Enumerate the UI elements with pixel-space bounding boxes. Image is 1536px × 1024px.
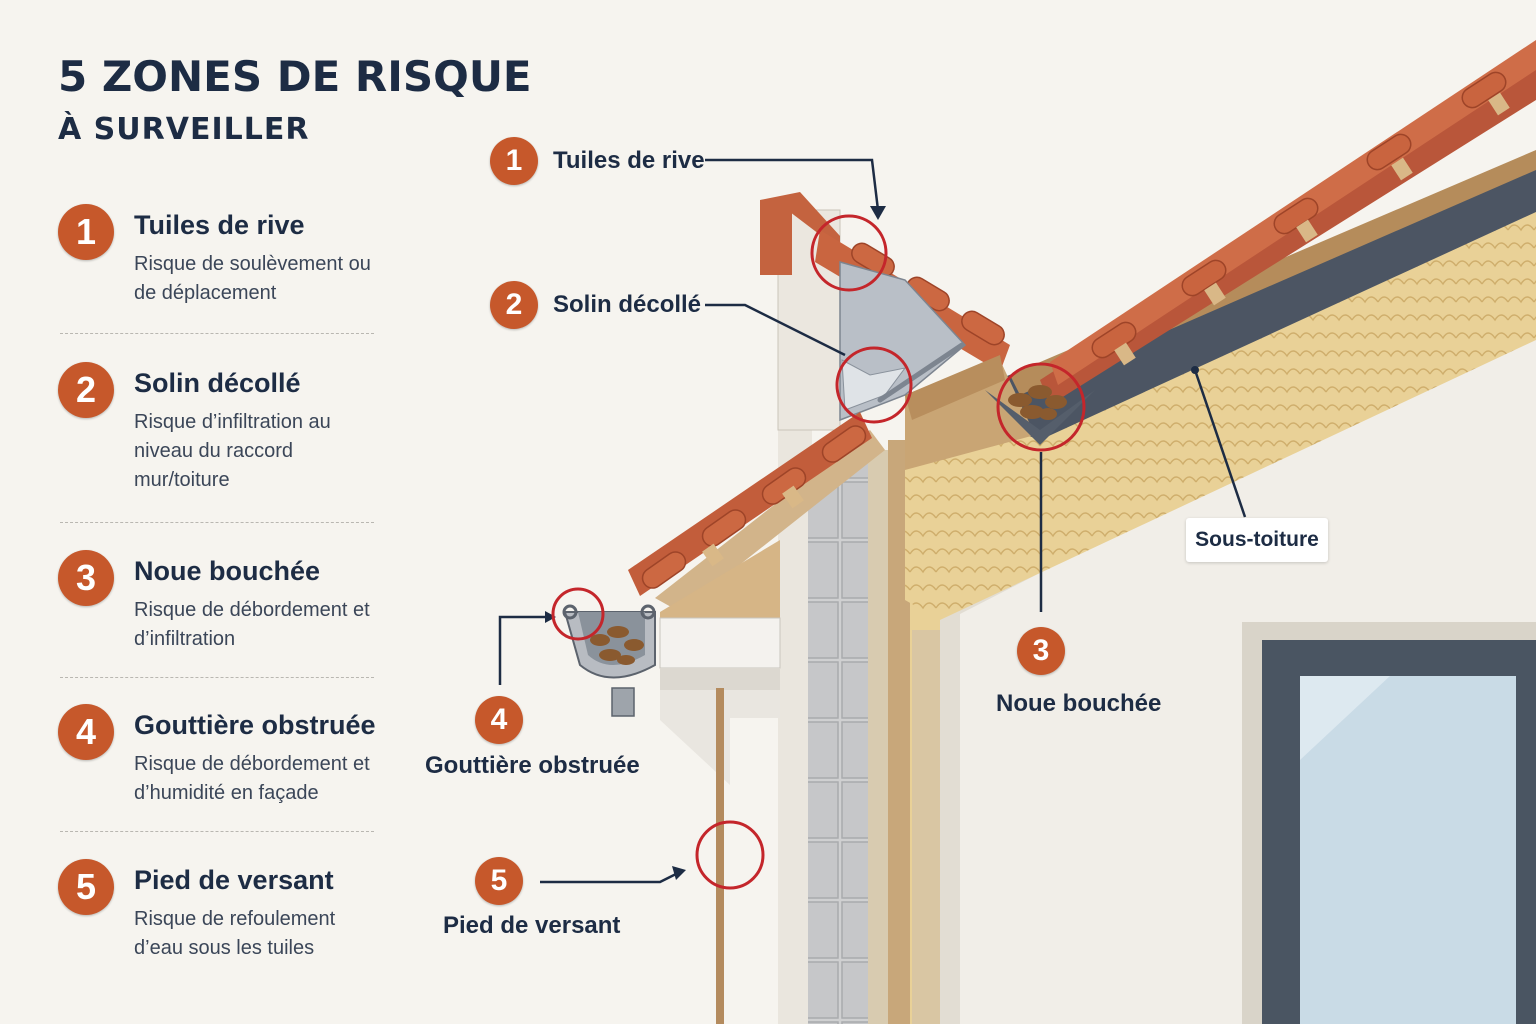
timber-post xyxy=(888,440,910,1024)
leader-2 xyxy=(705,303,846,357)
callout-label: Tuiles de rive xyxy=(553,147,705,174)
valley-debris xyxy=(1008,385,1067,420)
window-glare xyxy=(1300,676,1390,760)
legend-number-badge: 4 xyxy=(58,704,114,760)
gutter-outlet xyxy=(611,687,635,717)
lower-roof-tile-rolls xyxy=(641,425,867,589)
main-roof-battens xyxy=(1114,92,1510,366)
marker-solin xyxy=(835,346,913,424)
risk-markers xyxy=(551,214,1086,890)
leader-lines xyxy=(498,158,1247,884)
callout-number-badge: 5 xyxy=(475,857,523,905)
legend-item-title: Noue bouchée xyxy=(134,556,321,586)
legend-divider xyxy=(60,522,374,523)
marker-pied-de-versant xyxy=(695,820,765,890)
legend-divider xyxy=(60,677,374,678)
callout-number-badge: 4 xyxy=(475,696,523,744)
marker-gouttiere xyxy=(551,587,605,641)
valley-channel xyxy=(985,390,1095,445)
eave-rafter xyxy=(660,540,780,620)
main-roof-insulation xyxy=(905,205,1536,620)
wall-cavity xyxy=(868,450,888,1024)
gutter-debris xyxy=(590,626,644,665)
callout-label: Gouttière obstruée xyxy=(425,752,640,779)
legend-number-badge: 5 xyxy=(58,859,114,915)
gutter-assembly xyxy=(562,604,656,717)
leader-5 xyxy=(540,870,681,884)
legend-item-title: Tuiles de rive xyxy=(134,210,305,240)
lower-roof-underlay xyxy=(655,430,885,612)
flashing-bar xyxy=(877,342,965,403)
leader-sous-toiture xyxy=(1193,369,1247,518)
legend-divider xyxy=(60,333,374,334)
legend-item-description: Risque de refoulement d’eau sous les tui… xyxy=(134,908,336,959)
page-subtitle: À SURVEILLER xyxy=(58,112,310,147)
upstand-cap-front xyxy=(760,200,792,275)
page-title: 5 ZONES DE RISQUE xyxy=(58,52,532,101)
legend-item-description: Risque d’infiltration au niveau du racco… xyxy=(134,411,331,491)
legend-item-title: Pied de versant xyxy=(134,865,334,895)
legend-number-badge: 1 xyxy=(58,204,114,260)
lower-roof-tiles xyxy=(628,412,872,596)
window-glass xyxy=(1300,676,1516,1024)
callout-label: Pied de versant xyxy=(443,912,621,939)
leader-arrowheads xyxy=(545,206,1199,880)
legend-divider xyxy=(60,831,374,832)
downpipe xyxy=(716,688,724,1024)
flashing-torn xyxy=(841,359,907,411)
callout-number-badge: 2 xyxy=(490,281,538,329)
sous-toiture-tag: Sous-toiture xyxy=(1186,518,1328,562)
block-wall xyxy=(808,455,868,1024)
leader-1 xyxy=(705,158,880,211)
legend-item-description: Risque de soulèvement ou de déplacement xyxy=(134,253,371,304)
legend-item-title: Solin décollé xyxy=(134,368,301,398)
callout-label: Solin décollé xyxy=(553,291,702,318)
lower-roof-battens xyxy=(702,485,804,567)
legend-number-badge: 3 xyxy=(58,550,114,606)
callout-label: Noue bouchée xyxy=(996,690,1162,717)
main-roof-tile-rolls xyxy=(1091,71,1507,359)
leader-4 xyxy=(498,615,545,685)
legend-number-badge: 2 xyxy=(58,362,114,418)
callout-number-badge: 3 xyxy=(1017,627,1065,675)
callout-number-badge: 1 xyxy=(490,137,538,185)
fascia-board xyxy=(659,617,781,669)
legend-item-title: Gouttière obstruée xyxy=(134,710,376,740)
legend-item-description: Risque de débordement et d’humidité en f… xyxy=(134,753,370,804)
interior-cladding xyxy=(912,630,940,1024)
soffit-board xyxy=(660,668,780,690)
marker-tuiles-de-rive xyxy=(810,214,888,292)
marker-noue xyxy=(996,362,1086,452)
legend-item-description: Risque de débordement et d’infiltration xyxy=(134,599,370,650)
upper-roof-timber xyxy=(905,355,1005,420)
